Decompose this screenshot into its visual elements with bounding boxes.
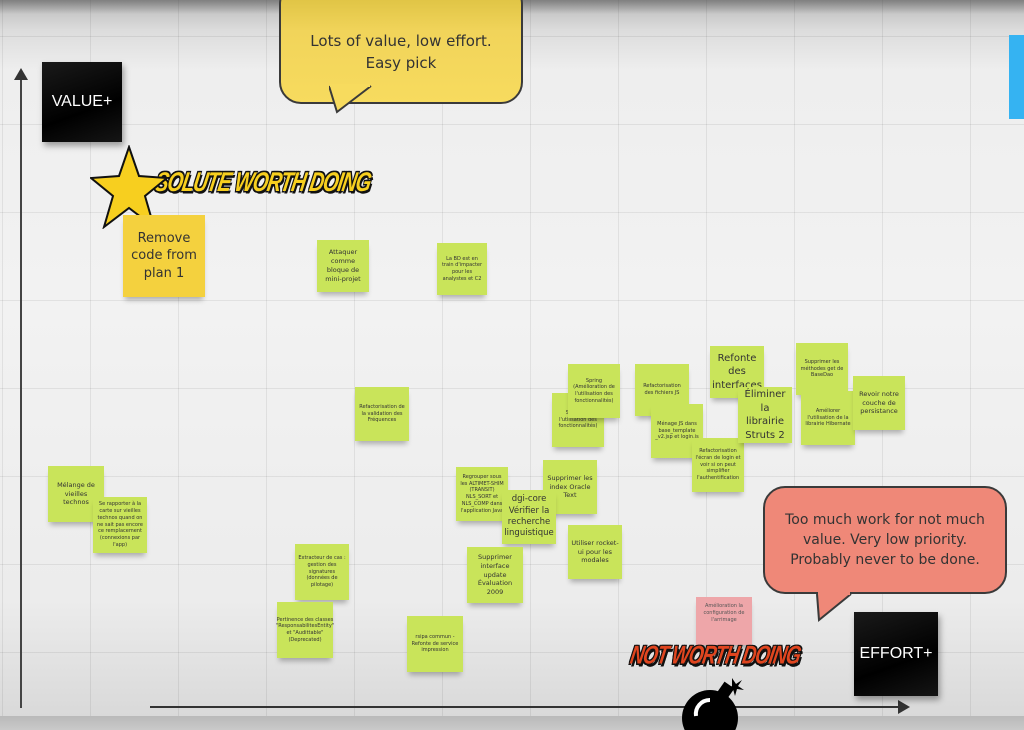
star-icon: [90, 145, 168, 229]
sticky-text: Mélange de vieilles technos: [57, 480, 95, 507]
callout-line: Easy pick: [365, 54, 437, 72]
sticky-text: Supprimer interface update Évaluation 20…: [477, 553, 513, 597]
sticky-amelioration-arrimage[interactable]: Amélioration la configuration de l'arrim…: [696, 597, 752, 645]
sticky-text: Spring (Amélioration de l'utilisation de…: [573, 377, 615, 404]
sticky-pertinence[interactable]: Pertinence des classes "ResponsabilitesE…: [275, 602, 335, 658]
sticky-text: Refonte des interfaces: [712, 352, 762, 391]
sticky-extracteur[interactable]: Extracteur de cas : gestion des signatur…: [295, 544, 349, 600]
sticky-text: Améliorer l'utilisation de la librairie …: [805, 407, 851, 428]
worth-doing-text: SOLUTE WORTH DOING: [152, 168, 373, 198]
sticky-text: Refactorisation l'écran de login et voir…: [695, 448, 741, 482]
effort-label-text: EFFORT+: [859, 645, 933, 662]
sticky-text: Extracteur de cas : gestion des signatur…: [298, 555, 346, 589]
value-axis-arrow-icon: [14, 68, 28, 80]
callout-line: Lots of value, low effort.: [310, 32, 492, 51]
sticky-text: Refactorisation de la validation des Fré…: [359, 403, 405, 424]
value-label-text: VALUE+: [51, 93, 113, 110]
sticky-revoir-persistance[interactable]: Revoir notre couche de persistance: [853, 376, 905, 430]
sticky-text: Refactorisation des fichiers JS: [643, 383, 681, 396]
not-worth-doing-banner-overlay: NOT WORTH DOING: [628, 642, 803, 672]
sticky-remove-code[interactable]: Remove code from plan 1: [123, 215, 205, 297]
effort-axis: [150, 706, 900, 708]
side-scroll-indicator[interactable]: [1009, 35, 1024, 119]
sticky-rsipa-commun[interactable]: rsipa commun - Refonte de service impres…: [407, 616, 463, 672]
sticky-text: Éliminer la librairie Struts 2: [744, 389, 786, 441]
sticky-refacto-validation[interactable]: Refactorisation de la validation des Fré…: [355, 387, 409, 441]
sticky-text: Remove code from plan 1: [131, 230, 197, 281]
sticky-eliminer-struts[interactable]: Éliminer la librairie Struts 2: [738, 387, 792, 443]
sticky-dgi-core[interactable]: dgi-core Vérifier la recherche linguisti…: [502, 490, 556, 544]
not-worth-doing-text: NOT WORTH DOING: [628, 642, 803, 671]
sticky-supprimer-interface[interactable]: Supprimer interface update Évaluation 20…: [467, 547, 523, 603]
effort-axis-arrow-icon: [898, 700, 910, 714]
sticky-text: Amélioration la configuration de l'arrim…: [703, 603, 745, 623]
sticky-text: Ménage JS dans base_template _v2.jsp et …: [655, 420, 699, 441]
sticky-text: Regrouper sous les ALTIMET-SHIM (TRANSIT…: [460, 473, 504, 514]
callout-tail-icon: [816, 592, 852, 622]
worth-doing-banner: SOLUTE WORTH DOING: [153, 168, 373, 199]
sticky-melange-technos[interactable]: Mélange de vieilles technos: [48, 466, 104, 522]
easy-pick-callout[interactable]: Lots of value, low effort. Easy pick: [279, 0, 523, 114]
sticky-text: Supprimer les index Oracle Text: [547, 473, 593, 500]
bomb-icon: [682, 678, 744, 730]
sticky-utiliser-rocket[interactable]: Utiliser rocket-ui pour les modales: [568, 525, 622, 579]
sticky-text: dgi-core Vérifier la recherche linguisti…: [504, 494, 554, 539]
sticky-ameliorer-hibernate[interactable]: Améliorer l'utilisation de la librairie …: [801, 391, 855, 445]
sticky-text: La BD est en train d'impacter pour les a…: [441, 255, 483, 282]
sticky-text: Supprimer les méthodes get de BaseDao: [800, 358, 844, 379]
callout-tail-icon: [329, 84, 372, 114]
sticky-spring-a[interactable]: Spring (Amélioration de l'utilisation de…: [568, 364, 620, 418]
sticky-vieilles-technos-detail[interactable]: Se rapporter à la carte sur vieilles tec…: [93, 497, 147, 553]
sticky-text: Attaquer comme bloque de mini-projet: [325, 248, 361, 283]
low-priority-callout[interactable]: Too much work for not much value. Very l…: [763, 486, 1007, 622]
callout-line: Too much work for not much: [785, 511, 985, 528]
sticky-refacto-login[interactable]: Refactorisation l'écran de login et voir…: [692, 438, 744, 492]
sticky-text: rsipa commun - Refonte de service impres…: [411, 633, 459, 654]
sticky-supprimer-index[interactable]: Supprimer les index Oracle Text: [543, 460, 597, 514]
sticky-text: Revoir notre couche de persistance: [859, 389, 899, 416]
value-axis-label[interactable]: VALUE+: [42, 62, 122, 142]
callout-line: Probably never to be done.: [790, 552, 980, 569]
effort-axis-label[interactable]: EFFORT+: [854, 612, 938, 696]
sticky-text: Se rapporter à la carte sur vieilles tec…: [97, 501, 143, 548]
callout-line: value. Very low priority.: [802, 531, 968, 548]
sticky-menage-js[interactable]: Ménage JS dans base_template _v2.jsp et …: [651, 404, 703, 458]
sticky-attaquer[interactable]: Attaquer comme bloque de mini-projet: [317, 240, 369, 292]
sticky-text: Utiliser rocket-ui pour les modales: [571, 538, 619, 565]
value-axis: [20, 78, 22, 708]
sticky-bd-impacter[interactable]: La BD est en train d'impacter pour les a…: [437, 243, 487, 295]
sticky-regrouper[interactable]: Regrouper sous les ALTIMET-SHIM (TRANSIT…: [456, 467, 508, 521]
sticky-text: Pertinence des classes "ResponsabilitesE…: [275, 616, 335, 643]
sticky-supprimer-get[interactable]: Supprimer les méthodes get de BaseDao: [796, 343, 848, 395]
